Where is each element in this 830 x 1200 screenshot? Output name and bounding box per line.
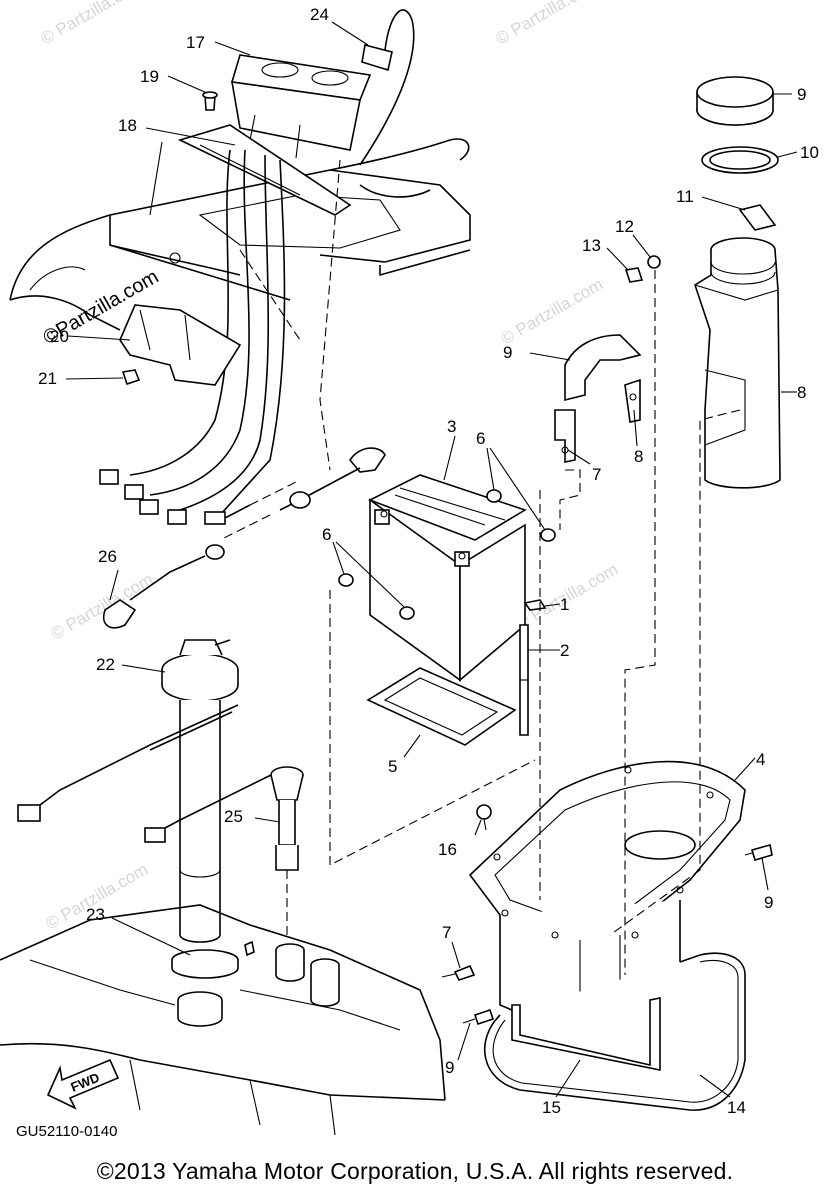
assembly-lines xyxy=(329,270,741,975)
callout-13: 10 xyxy=(800,143,819,162)
fwd-arrow: FWD xyxy=(46,1058,120,1110)
part-10-band xyxy=(564,334,642,402)
callout-15: 12 xyxy=(615,217,634,236)
part-27-cable-plug xyxy=(359,9,415,166)
part-22-rivet xyxy=(202,91,218,111)
callout-25: 22 xyxy=(96,655,115,674)
part-9-rivet-2 xyxy=(462,1008,495,1026)
part-29-battery-cable xyxy=(103,447,386,629)
callout-5: 5 xyxy=(388,757,397,776)
part-18-band xyxy=(511,997,661,1071)
callout-4: 4 xyxy=(756,750,765,769)
callout-1: 1 xyxy=(560,595,569,614)
part-2-tube xyxy=(519,624,529,736)
callout-6-b: 6 xyxy=(322,525,331,544)
part-9-rivet xyxy=(744,843,773,861)
part-20-meter xyxy=(230,54,372,159)
callout-8-b: 8 xyxy=(634,447,643,466)
callout-23: 20 xyxy=(50,327,69,346)
part-19-screw xyxy=(476,804,492,831)
part-12-cap xyxy=(696,76,774,126)
watermark: © Partzilla.com xyxy=(498,275,607,349)
callout-3: 3 xyxy=(447,417,456,436)
part-3-battery xyxy=(368,474,527,682)
callout-14: 11 xyxy=(676,187,694,206)
callout-16: 13 xyxy=(582,236,601,255)
callout-11: 8 xyxy=(797,383,806,402)
callout-20: 17 xyxy=(186,33,205,52)
part-25-fuel-sender xyxy=(17,639,239,943)
part-8-bracket xyxy=(554,409,576,463)
part-24-nut xyxy=(121,369,141,386)
callout-labels: 24 17 19 18 20 21 9 10 11 12 13 9 8 7 8 … xyxy=(38,5,819,1117)
part-26-clamp xyxy=(171,949,239,979)
callout-7: 7 xyxy=(442,923,451,942)
part-7-rivet xyxy=(441,964,476,981)
drawing-code: GU52110-0140 xyxy=(16,1123,117,1140)
callout-9-b: 9 xyxy=(445,1058,454,1077)
part-28-fuel-filter xyxy=(144,766,304,940)
callout-2: 2 xyxy=(560,641,569,660)
fuel-tank xyxy=(0,904,446,1136)
deck-hull-top xyxy=(9,138,471,331)
watermark: © Partzilla.com xyxy=(493,0,602,48)
callout-12: 9 xyxy=(797,85,806,104)
callout-6: 6 xyxy=(476,429,485,448)
callout-19: 16 xyxy=(438,840,457,859)
callout-27: 24 xyxy=(310,5,329,24)
watermark: © Partzilla.com xyxy=(38,0,147,48)
callout-26: 23 xyxy=(86,905,105,924)
part-17-base-frame xyxy=(484,952,746,1111)
part-6-spacers xyxy=(338,489,556,620)
callout-17: 14 xyxy=(727,1098,746,1117)
part-11-filler-neck xyxy=(694,237,781,489)
callout-8: 7 xyxy=(592,465,601,484)
leader-lines xyxy=(65,21,798,1098)
part-5-pad xyxy=(366,667,517,746)
wiring-harness xyxy=(99,149,341,525)
callout-10: 9 xyxy=(503,343,512,362)
callout-22: 19 xyxy=(140,67,159,86)
part-13-gasket xyxy=(701,146,779,174)
callout-21: 18 xyxy=(118,116,137,135)
callout-24: 21 xyxy=(38,369,57,388)
watermark: © Partzilla.com xyxy=(48,570,157,644)
part-15-washer xyxy=(647,255,661,269)
callout-18: 15 xyxy=(542,1098,561,1117)
callout-9: 9 xyxy=(764,893,773,912)
part-23-holder xyxy=(119,304,242,386)
copyright-notice: ©2013 Yamaha Motor Corporation, U.S.A. A… xyxy=(96,1158,734,1184)
callout-29: 26 xyxy=(98,547,117,566)
part-16-nut xyxy=(624,267,644,283)
part-8-bracket-2 xyxy=(624,378,641,423)
part-14-clamp xyxy=(738,204,777,231)
callout-28: 25 xyxy=(224,807,243,826)
